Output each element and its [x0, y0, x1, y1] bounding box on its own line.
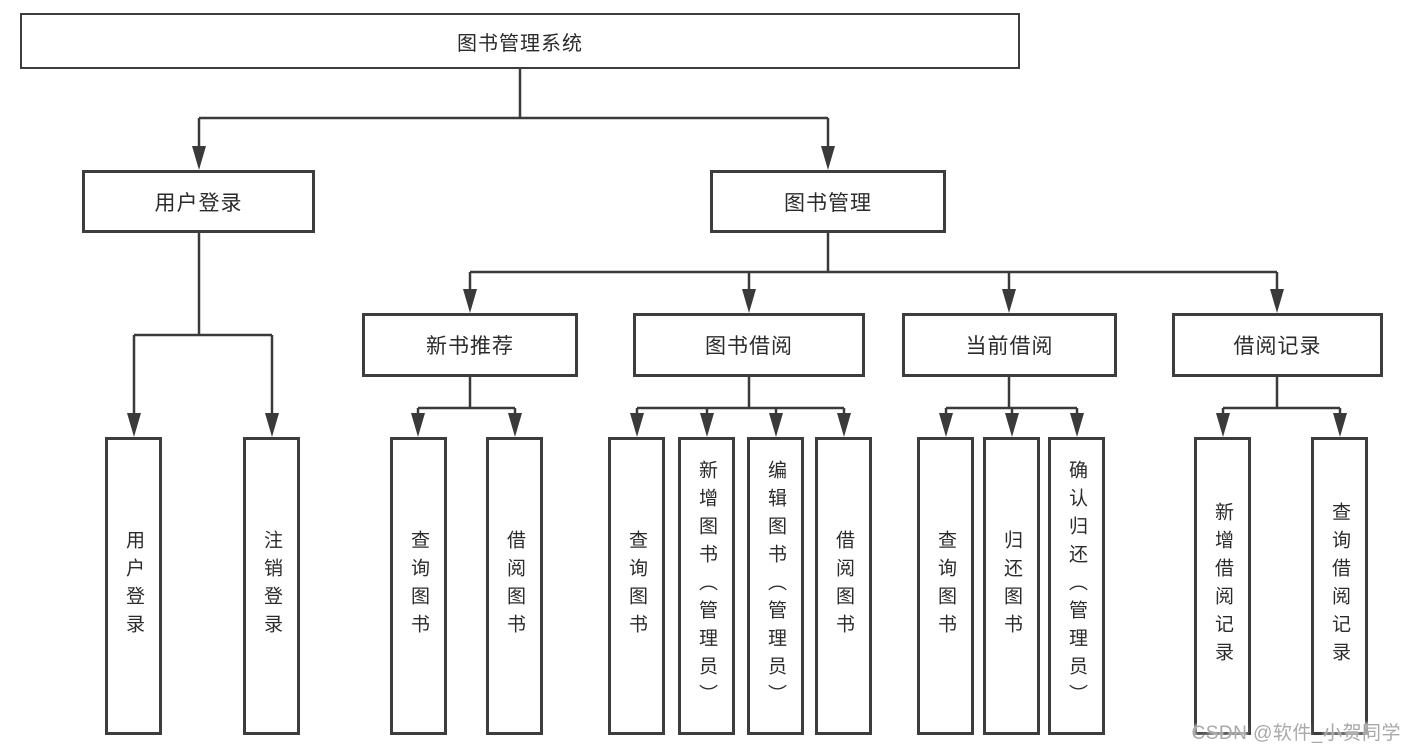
- leaf-label: 编辑图书（管理员）: [765, 460, 786, 712]
- node-current-borrowing: 当前借阅: [902, 313, 1117, 377]
- node-label: 当前借阅: [965, 335, 1054, 358]
- node-label: 借阅记录: [1233, 335, 1322, 358]
- leaf-label: 查询图书: [408, 530, 429, 642]
- node-label: 图书管理系统: [457, 32, 583, 55]
- leaf-label: 新增图书（管理员）: [696, 460, 717, 712]
- leaf-add-borrow-record: 新增借阅记录: [1194, 437, 1251, 735]
- arrowheads: [127, 146, 1347, 437]
- leaf-label: 查询图书: [935, 530, 956, 642]
- node-label: 图书管理: [784, 191, 872, 215]
- leaf-query-books-current: 查询图书: [917, 437, 974, 735]
- node-label: 图书借阅: [705, 335, 793, 358]
- leaf-label: 借阅图书: [504, 530, 525, 642]
- leaf-label: 查询图书: [626, 530, 647, 642]
- leaf-label: 归还图书: [1001, 530, 1022, 642]
- leaf-query-books-borrowing: 查询图书: [608, 437, 665, 735]
- node-book-borrowing: 图书借阅: [633, 313, 865, 377]
- leaf-borrow-books-newbook: 借阅图书: [486, 437, 543, 735]
- leaf-label: 新增借阅记录: [1212, 502, 1233, 670]
- node-label: 用户登录: [154, 191, 243, 215]
- leaf-label: 查询借阅记录: [1329, 502, 1350, 670]
- leaf-label: 确认归还（管理员）: [1066, 460, 1087, 712]
- leaf-query-books-newbook: 查询图书: [390, 437, 447, 735]
- leaf-borrow-books: 借阅图书: [815, 437, 872, 735]
- leaf-logout: 注销登录: [243, 437, 300, 735]
- leaf-query-borrow-record: 查询借阅记录: [1311, 437, 1368, 735]
- node-new-book-recommendation: 新书推荐: [362, 313, 578, 377]
- leaf-return-books: 归还图书: [983, 437, 1040, 735]
- csdn-watermark: CSDN @软件_小贺同学: [1191, 723, 1401, 744]
- node-borrowing-records: 借阅记录: [1172, 313, 1383, 377]
- leaf-edit-books-admin: 编辑图书（管理员）: [747, 437, 804, 735]
- leaf-confirm-return-admin: 确认归还（管理员）: [1048, 437, 1105, 735]
- leaf-user-login: 用户登录: [105, 437, 162, 735]
- node-user-login: 用户登录: [82, 170, 315, 233]
- node-book-management-system: 图书管理系统: [20, 13, 1020, 69]
- leaf-label: 注销登录: [261, 530, 282, 642]
- leaf-add-books-admin: 新增图书（管理员）: [678, 437, 735, 735]
- leaf-label: 借阅图书: [833, 530, 854, 642]
- leaf-label: 用户登录: [123, 530, 144, 642]
- node-label: 新书推荐: [426, 335, 514, 358]
- node-book-management: 图书管理: [710, 170, 946, 233]
